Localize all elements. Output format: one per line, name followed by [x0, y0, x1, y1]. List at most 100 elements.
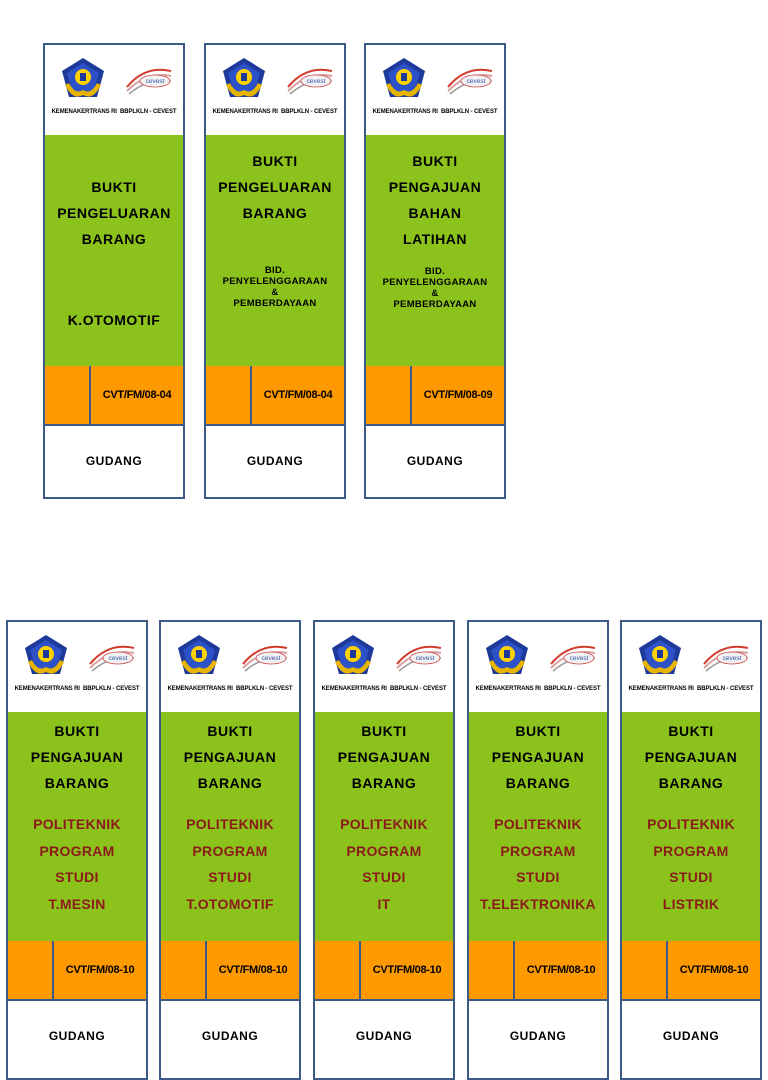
logos-caption: KEMENAKERTRANS RI BBPLKLN - CEVEST	[321, 686, 447, 692]
blank-box	[45, 366, 91, 424]
blank-box	[8, 941, 54, 999]
footer-label: GUDANG	[48, 1028, 106, 1043]
form-code-row: CVT/FM/08-10	[622, 941, 760, 1001]
logos-caption: KEMENAKERTRANS RI BBPLKLN - CEVEST	[475, 686, 601, 692]
form-code: CVT/FM/08-10	[679, 964, 749, 976]
cevest-logo-icon: cevest	[396, 645, 442, 672]
logos-caption: KEMENAKERTRANS RI BBPLKLN - CEVEST	[14, 686, 140, 692]
cevest-logo-icon: cevest	[242, 645, 288, 672]
cevest-logo-icon: cevest	[703, 645, 749, 672]
program-line: PROGRAM	[39, 842, 115, 859]
title-line: BARANG	[351, 775, 417, 791]
subtitle-line: PENYELENGGARAAN	[382, 277, 488, 288]
program-line: PROGRAM	[346, 842, 422, 859]
logo-header: cevest KEMENAKERTRANS RI BBPLKLN - CEVES…	[45, 45, 183, 137]
title-line: LATIHAN	[403, 231, 467, 247]
title-line: BUKTI	[252, 153, 298, 169]
svg-text:cevest: cevest	[416, 655, 435, 662]
ministry-emblem-icon	[178, 635, 220, 674]
program-name: LISTRIK	[662, 895, 720, 912]
title-line: BUKTI	[361, 723, 407, 739]
svg-text:cevest: cevest	[262, 655, 281, 662]
blank-box	[161, 941, 207, 999]
cevest-logo-icon: cevest	[89, 645, 135, 672]
title-line: PENGAJUAN	[491, 749, 585, 765]
subtitle-line: BID.	[264, 265, 286, 276]
form-code-row: CVT/FM/08-09	[366, 366, 504, 426]
title-line: PENGAJUAN	[337, 749, 431, 765]
title-line: BARANG	[44, 775, 110, 791]
label-card-bottom-5: cevest KEMENAKERTRANS RI BBPLKLN - CEVES…	[620, 620, 762, 1080]
ministry-emblem-icon	[639, 635, 681, 674]
form-code: CVT/FM/08-10	[526, 964, 596, 976]
title-section: BUKTI PENGAJUAN BARANG POLITEKNIK PROGRA…	[469, 712, 607, 943]
blank-box	[366, 366, 412, 424]
blank-box	[206, 366, 252, 424]
title-line: PENGAJUAN	[644, 749, 738, 765]
program-line: POLITEKNIK	[647, 816, 735, 832]
title-line: BARANG	[658, 775, 724, 791]
logo-header: cevest KEMENAKERTRANS RI BBPLKLN - CEVES…	[366, 45, 504, 137]
label-card-top-3: cevest KEMENAKERTRANS RI BBPLKLN - CEVES…	[364, 43, 506, 499]
program-name: IT	[377, 895, 391, 912]
title-line: BUKTI	[668, 723, 714, 739]
form-code: CVT/FM/08-04	[102, 389, 172, 401]
program-line: STUDI	[362, 869, 406, 885]
cevest-logo-icon: cevest	[550, 645, 596, 672]
logos-caption: KEMENAKERTRANS RI BBPLKLN - CEVEST	[372, 109, 498, 115]
form-code: CVT/FM/08-09	[423, 389, 493, 401]
title-section: BUKTI PENGAJUAN BARANG POLITEKNIK PROGRA…	[622, 712, 760, 943]
subtitle-line: PENYELENGGARAAN	[222, 276, 328, 287]
form-code-row: CVT/FM/08-10	[8, 941, 146, 1001]
label-card-bottom-3: cevest KEMENAKERTRANS RI BBPLKLN - CEVES…	[313, 620, 455, 1080]
logo-header: cevest KEMENAKERTRANS RI BBPLKLN - CEVES…	[206, 45, 344, 137]
logo-header: cevest KEMENAKERTRANS RI BBPLKLN - CEVES…	[315, 622, 453, 714]
form-code: CVT/FM/08-04	[263, 389, 333, 401]
form-code: CVT/FM/08-10	[218, 964, 288, 976]
title-line: BUKTI	[207, 723, 253, 739]
title-section: BUKTI PENGAJUAN BARANG POLITEKNIK PROGRA…	[8, 712, 146, 943]
title-line: BAHAN	[408, 205, 462, 221]
program-line: STUDI	[669, 869, 713, 885]
ministry-emblem-icon	[223, 58, 265, 97]
svg-text:cevest: cevest	[307, 78, 326, 85]
program-name: T.ELEKTRONIKA	[480, 895, 596, 912]
program-line: PROGRAM	[653, 842, 729, 859]
ministry-emblem-icon	[25, 635, 67, 674]
blank-box	[315, 941, 361, 999]
logos-caption: KEMENAKERTRANS RI BBPLKLN - CEVEST	[212, 109, 338, 115]
ministry-emblem-icon	[486, 635, 528, 674]
svg-text:cevest: cevest	[146, 78, 165, 85]
footer-label: GUDANG	[201, 1028, 259, 1043]
ministry-emblem-icon	[332, 635, 374, 674]
footer-label: GUDANG	[246, 453, 304, 468]
logo-header: cevest KEMENAKERTRANS RI BBPLKLN - CEVES…	[469, 622, 607, 714]
ministry-emblem-icon	[62, 58, 104, 97]
logos-caption: KEMENAKERTRANS RI BBPLKLN - CEVEST	[167, 686, 293, 692]
department-name: K.OTOMOTIF	[67, 312, 161, 328]
title-line: PENGAJUAN	[30, 749, 124, 765]
form-code-row: CVT/FM/08-10	[315, 941, 453, 1001]
title-line: PENGELUARAN	[57, 205, 171, 221]
logo-header: cevest KEMENAKERTRANS RI BBPLKLN - CEVES…	[8, 622, 146, 714]
title-line: PENGAJUAN	[388, 179, 482, 195]
logo-header: cevest KEMENAKERTRANS RI BBPLKLN - CEVES…	[161, 622, 299, 714]
title-line: BARANG	[242, 205, 308, 221]
title-line: BARANG	[81, 231, 147, 247]
form-code-row: CVT/FM/08-10	[469, 941, 607, 1001]
title-section: BUKTI PENGAJUAN BAHAN LATIHAN BID. PENYE…	[366, 135, 504, 368]
program-line: PROGRAM	[500, 842, 576, 859]
program-line: POLITEKNIK	[33, 816, 121, 832]
subtitle-line: BID.	[424, 266, 446, 277]
title-line: BARANG	[197, 775, 263, 791]
title-line: BUKTI	[91, 179, 137, 195]
cevest-logo-icon: cevest	[447, 68, 493, 95]
program-line: STUDI	[516, 869, 560, 885]
blank-box	[469, 941, 515, 999]
title-line: BUKTI	[515, 723, 561, 739]
blank-box	[622, 941, 668, 999]
svg-text:cevest: cevest	[109, 655, 128, 662]
form-code: CVT/FM/08-10	[65, 964, 135, 976]
logos-caption: KEMENAKERTRANS RI BBPLKLN - CEVEST	[628, 686, 754, 692]
label-card-bottom-2: cevest KEMENAKERTRANS RI BBPLKLN - CEVES…	[159, 620, 301, 1080]
